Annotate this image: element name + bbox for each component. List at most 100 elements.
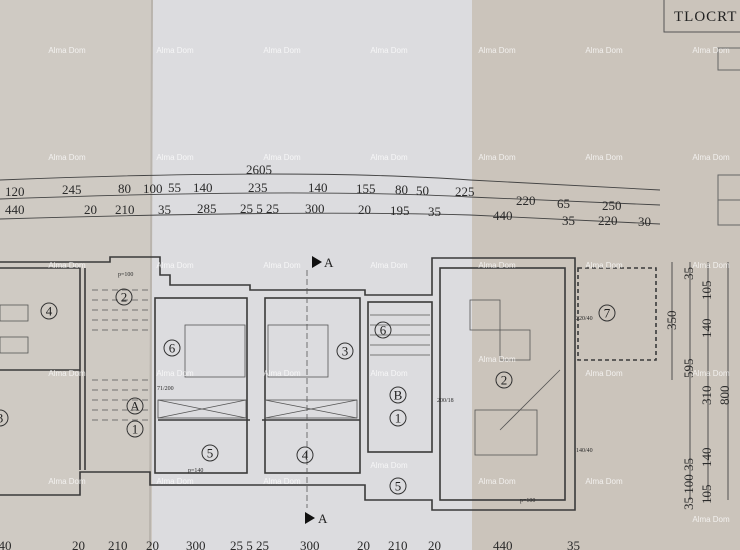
watermark-text: Alma Dom (48, 477, 86, 486)
room-number-circle (598, 304, 616, 322)
watermark-text: Alma Dom (48, 261, 86, 270)
room-number-circle (201, 444, 219, 462)
watermark-text: Alma Dom (692, 46, 730, 55)
dimension-label: 35 (681, 267, 696, 280)
dimension-label: 20 (357, 538, 370, 550)
dimension-label: 300 (186, 538, 206, 550)
dimension-label: 210 (388, 538, 408, 550)
dimension-label: 105 (699, 281, 714, 301)
dimension-label: 250 (602, 198, 622, 213)
watermark-text: Alma Dom (370, 369, 408, 378)
watermark-text: Alma Dom (48, 153, 86, 162)
dimension-label: 285 (197, 201, 217, 216)
dimension-label: 195 (390, 203, 410, 218)
dimension-label: 35 (562, 213, 575, 228)
watermark-text: Alma Dom (263, 153, 301, 162)
watermark-text: Alma Dom (156, 153, 194, 162)
dimension-label: 120 (5, 184, 25, 199)
watermark-text: Alma Dom (478, 153, 516, 162)
dimension-label: 20 (72, 538, 85, 550)
title-block-lines (717, 47, 740, 226)
title-box (663, 0, 740, 33)
room-number: 7 (604, 306, 611, 321)
watermark-text: Alma Dom (585, 369, 623, 378)
room-number: 3 (0, 411, 3, 426)
total-dimension: 2605 (246, 162, 272, 177)
note-label: p=100 (520, 498, 535, 504)
dimension-label: 140 (699, 448, 714, 468)
dimension-label: 20 (146, 538, 159, 550)
room-number-circle (389, 477, 407, 495)
room-number-circle (389, 409, 407, 427)
room-number: 4 (302, 448, 309, 463)
dimension-label: 140 (193, 180, 213, 195)
watermark-text: Alma Dom (478, 355, 516, 364)
watermark-text: Alma Dom (585, 477, 623, 486)
dimension-label: 220 (516, 193, 536, 208)
dimension-label: 35 (428, 204, 441, 219)
dimension-label: 140 (308, 180, 328, 195)
dimension-label: 300 (305, 201, 325, 216)
svg-text:A: A (318, 511, 328, 526)
watermark-text: Alma Dom (263, 46, 301, 55)
dimension-label: 440 (493, 208, 513, 223)
dimension-label: 350 (664, 311, 679, 331)
dimension-label: 20 (428, 538, 441, 550)
watermark-text: Alma Dom (692, 153, 730, 162)
note-label: p=100 (118, 272, 133, 278)
dimension-label: 300 (300, 538, 320, 550)
dimension-label: 80 (118, 181, 131, 196)
dimension-label: 20 (358, 202, 371, 217)
dimension-label: 225 (455, 184, 475, 199)
note-label: p=140 (188, 468, 203, 474)
dimension-label: 210 (115, 202, 135, 217)
watermark-text: Alma Dom (585, 46, 623, 55)
room-number-circle (495, 371, 513, 389)
dimension-label: 440 (5, 202, 25, 217)
room-number: 2 (121, 290, 128, 305)
room-number: 1 (132, 422, 139, 437)
dimension-label: 800 (717, 386, 732, 406)
walls (0, 256, 657, 511)
dimension-label: 35 100 35 (681, 458, 696, 510)
room-number: 5 (395, 479, 402, 494)
watermark-text: Alma Dom (478, 477, 516, 486)
room-number-circle (389, 386, 407, 404)
room-number: 2 (501, 373, 508, 388)
room-number-circle (0, 409, 9, 427)
dimension-label: 25 5 25 (230, 538, 269, 550)
room-number-circle (115, 288, 133, 306)
dimension-label: 155 (356, 181, 376, 196)
dimension-label: 55 (168, 180, 181, 195)
paper-fold (149, 0, 153, 550)
dimension-label: 20 (84, 202, 97, 217)
dimension-label: 105 (699, 485, 714, 505)
watermark-text: Alma Dom (370, 153, 408, 162)
dimension-label: 100 (143, 181, 163, 196)
section-marker-top: A (312, 255, 334, 270)
room-number: B (394, 388, 403, 403)
watermark-text: Alma Dom (48, 369, 86, 378)
paper-right (472, 0, 740, 550)
watermark-text: Alma Dom (370, 261, 408, 270)
room-number: A (130, 399, 140, 414)
room-number-circle (126, 420, 144, 438)
watermark-text: Alma Dom (585, 261, 623, 270)
dimension-label: 440 (0, 538, 12, 550)
dimension-label: 35 (158, 202, 171, 217)
dimension-label: 30 (638, 214, 651, 229)
dimension-label: 440 (493, 538, 513, 550)
dimension-label: 210 (108, 538, 128, 550)
watermark-text: Alma Dom (370, 461, 408, 470)
watermark-text: Alma Dom (263, 369, 301, 378)
room-number-circle (374, 321, 392, 339)
dimension-label: 595 (681, 359, 696, 379)
watermark-text: Alma Dom (156, 477, 194, 486)
sheet-title: TLOCRT (674, 9, 737, 25)
dimension-label: 245 (62, 182, 82, 197)
